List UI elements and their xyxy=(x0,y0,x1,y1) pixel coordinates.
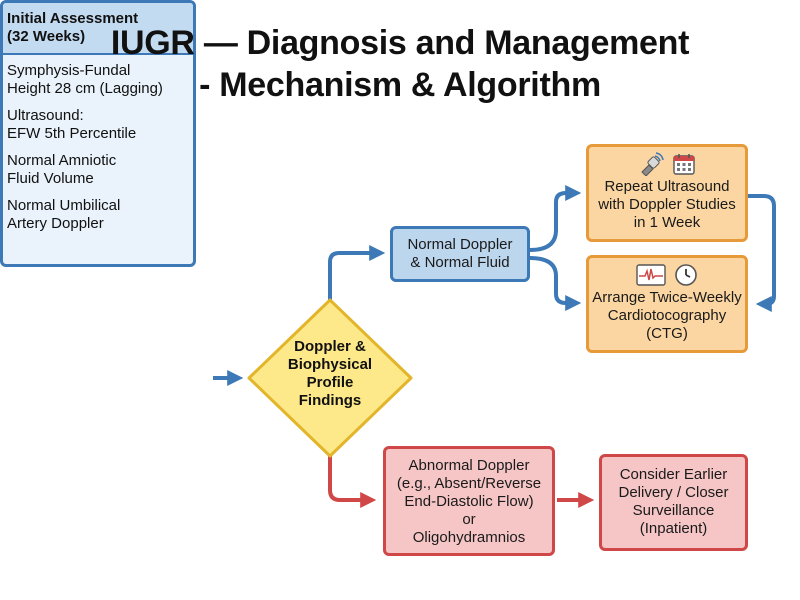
clock-icon xyxy=(675,264,697,286)
decision-line: Biophysical xyxy=(287,356,373,373)
title-line-2: - Mechanism & Algorithm xyxy=(199,66,601,104)
header-line-2: (32 Weeks) xyxy=(7,28,86,45)
decision-line: Profile xyxy=(306,374,354,391)
abnormal-line: Abnormal Doppler xyxy=(408,457,530,474)
normal-line: Normal Doppler xyxy=(407,236,513,253)
earlier-delivery-box: Consider Earlier Delivery / Closer Surve… xyxy=(599,454,748,551)
heart-monitor-icon xyxy=(636,264,666,286)
title-line-1: IUGR — Diagnosis and Management xyxy=(110,24,690,62)
initial-assessment-box: Initial Assessment (32 Weeks) Symphysis-… xyxy=(0,0,196,267)
abnormal-line: (e.g., Absent/Reverse xyxy=(396,475,542,492)
finding-text: Symphysis-Fundal xyxy=(7,62,131,79)
finding-umbilical-doppler: Normal Umbilical Artery Doppler xyxy=(3,197,193,233)
repeat-line: in 1 Week xyxy=(633,214,701,231)
finding-text: Artery Doppler xyxy=(7,215,104,232)
arrow-normal-to-repeat xyxy=(529,185,582,252)
finding-text: Height 28 cm (Lagging) xyxy=(7,80,163,97)
ctg-line: Cardiotocography xyxy=(607,307,727,324)
abnormal-line: End-Diastolic Flow) xyxy=(404,493,534,510)
decision-label: Doppler & Biophysical Profile Findings xyxy=(270,338,390,410)
finding-ultrasound-efw: Ultrasound: EFW 5th Percentile xyxy=(3,107,193,143)
arrow-repeat-to-ctg-loop xyxy=(748,194,776,312)
finding-text: Normal Amniotic xyxy=(7,152,117,169)
abnormal-line: Oligohydramnios xyxy=(412,529,526,546)
finding-amniotic-fluid: Normal Amniotic Fluid Volume xyxy=(3,152,193,188)
ctg-line: Arrange Twice-Weekly xyxy=(592,289,742,306)
normal-doppler-box: Normal Doppler & Normal Fluid xyxy=(390,226,530,282)
diagram-title: IUGR — Diagnosis and Management - Mechan… xyxy=(0,22,800,106)
finding-fundal-height: Symphysis-Fundal Height 28 cm (Lagging) xyxy=(3,62,193,98)
initial-assessment-header: Initial Assessment (32 Weeks) xyxy=(3,3,193,55)
delivery-line: (Inpatient) xyxy=(639,520,708,537)
repeat-ultrasound-box: Repeat Ultrasound with Doppler Studies i… xyxy=(586,144,748,242)
arrow-normal-to-ctg xyxy=(529,256,582,311)
abnormal-line: or xyxy=(462,511,476,528)
finding-text: Normal Umbilical xyxy=(7,197,121,214)
delivery-line: Consider Earlier xyxy=(619,466,728,483)
finding-text: Ultrasound: xyxy=(7,107,84,124)
delivery-line: Surveillance xyxy=(632,502,715,519)
ctg-box: Arrange Twice-Weekly Cardiotocography (C… xyxy=(586,255,748,353)
decision-diamond xyxy=(247,298,413,458)
header-line-1: Initial Assessment xyxy=(7,10,139,27)
arrow-decision-to-normal xyxy=(328,245,386,302)
arrow-decision-to-abnormal xyxy=(328,455,377,508)
ctg-line: (CTG) xyxy=(646,325,688,342)
abnormal-doppler-box: Abnormal Doppler (e.g., Absent/Reverse E… xyxy=(383,446,555,556)
delivery-line: Delivery / Closer xyxy=(618,484,729,501)
calendar-icon xyxy=(673,154,695,175)
ultrasound-probe-icon xyxy=(641,152,664,176)
normal-line: & Normal Fluid xyxy=(410,254,510,271)
finding-text: EFW 5th Percentile xyxy=(7,125,137,142)
repeat-line: with Doppler Studies xyxy=(598,196,736,213)
decision-line: Doppler & xyxy=(294,338,366,355)
finding-text: Fluid Volume xyxy=(7,170,94,187)
decision-line: Findings xyxy=(298,392,362,409)
repeat-line: Repeat Ultrasound xyxy=(604,178,730,195)
